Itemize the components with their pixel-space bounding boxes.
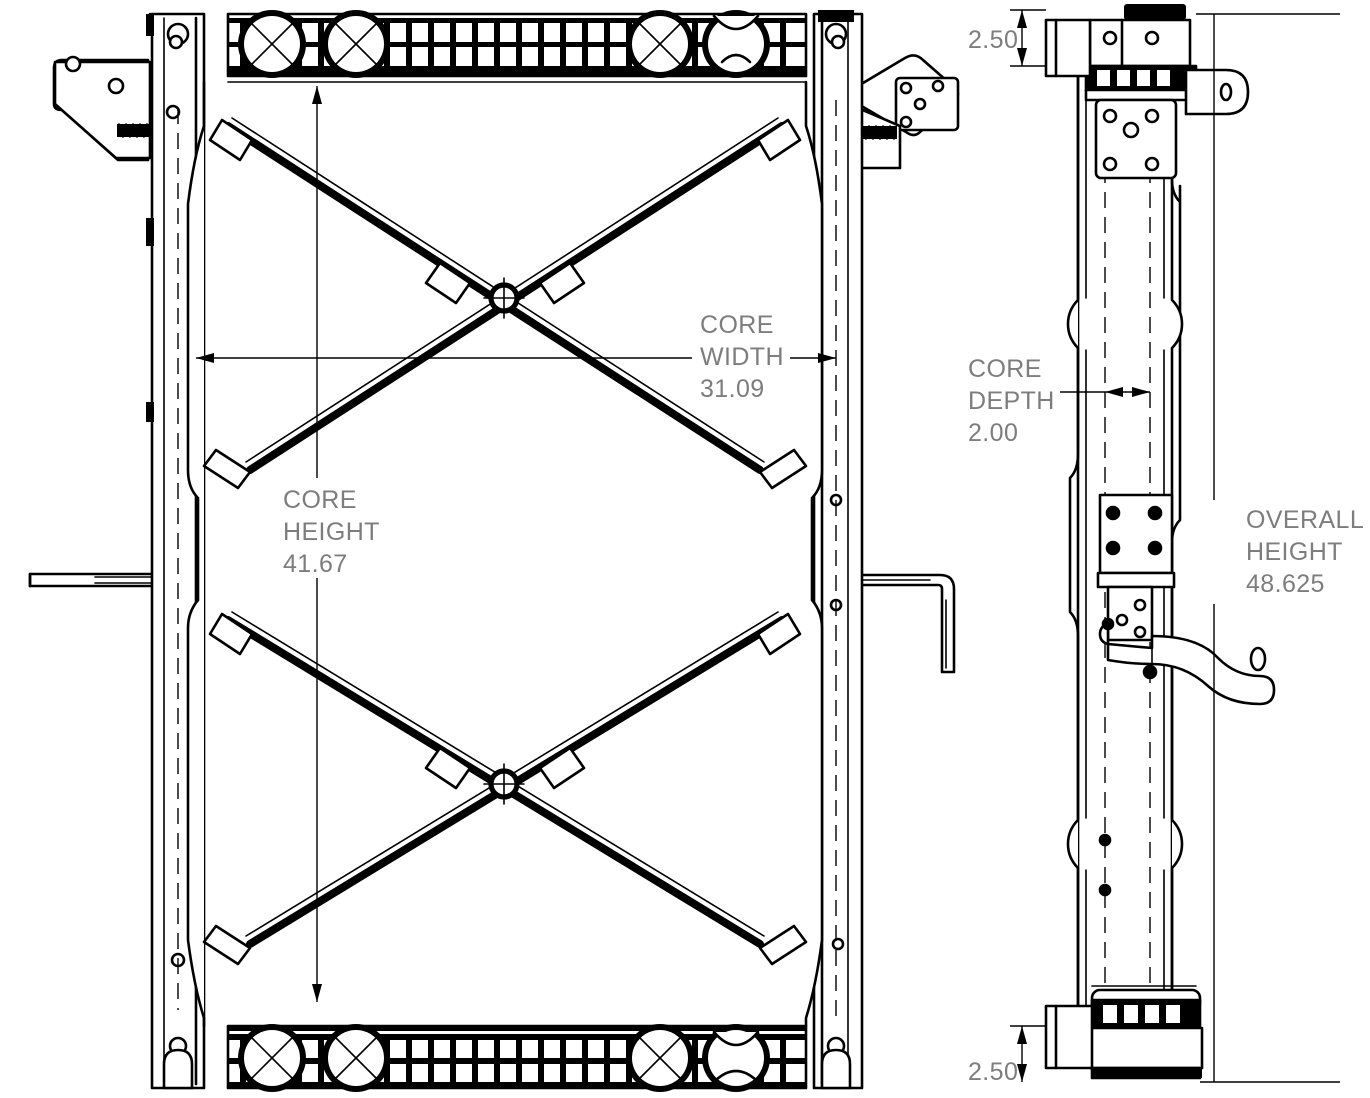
side-view-lower-hole	[1098, 883, 1112, 897]
side-view: CORE DEPTH 2.00 OVERALL HEIGHT 48.625 2	[968, 4, 1364, 1086]
bottom-tank-port	[238, 1024, 306, 1092]
side-view-curved-arm	[1098, 598, 1276, 706]
top-offset-value: 2.50	[968, 26, 1018, 54]
core-side-profile	[186, 80, 824, 1028]
dimension-core-width	[196, 353, 836, 363]
core-height-label-line2: HEIGHT	[283, 518, 380, 546]
dimension-bottom-offset	[1010, 1025, 1046, 1082]
core-depth-label-line1: CORE	[968, 355, 1042, 383]
top-tank-filler-neck	[702, 10, 770, 78]
side-view-top-cap	[1044, 4, 1250, 116]
core-height-label-line1: CORE	[283, 486, 357, 514]
right-vertical-rail	[812, 10, 864, 1090]
overall-height-label-line2: HEIGHT	[1246, 538, 1343, 566]
lower-x-brace	[202, 611, 808, 966]
upper-x-brace	[202, 117, 808, 490]
top-tank	[226, 10, 808, 83]
bottom-tank-port	[322, 1024, 390, 1092]
core-depth-value: 2.00	[968, 419, 1018, 447]
bottom-tank-drain-neck	[702, 1024, 770, 1092]
bottom-tank	[226, 1024, 808, 1092]
dimension-core-height	[312, 86, 322, 1002]
core-width-value: 31.09	[700, 375, 765, 403]
bottom-tank-port	[626, 1024, 694, 1092]
top-tank-port	[322, 10, 390, 78]
left-upper-mount-bracket	[52, 55, 154, 162]
dimension-core-depth	[1060, 387, 1150, 397]
top-tank-port	[238, 10, 306, 78]
side-view-lower-hole	[1098, 833, 1112, 847]
core-height-value: 41.67	[283, 550, 348, 578]
dimension-top-offset	[1010, 9, 1046, 67]
right-upper-mount-bracket	[856, 54, 960, 170]
dimension-overall-height	[1196, 13, 1340, 1083]
core-depth-label-line2: DEPTH	[968, 387, 1055, 415]
core-width-label-line2: WIDTH	[700, 343, 784, 371]
side-view-bottom-cap	[1044, 985, 1204, 1080]
core-width-label-line1: CORE	[700, 311, 774, 339]
overall-height-label-line1: OVERALL	[1246, 506, 1364, 534]
side-view-upper-mount-plate	[1094, 98, 1178, 180]
overall-height-value: 48.625	[1246, 570, 1325, 598]
top-tank-port	[626, 10, 694, 78]
bottom-offset-value: 2.50	[968, 1058, 1018, 1086]
